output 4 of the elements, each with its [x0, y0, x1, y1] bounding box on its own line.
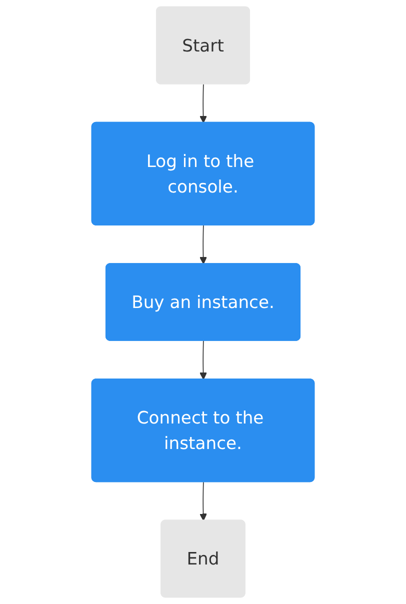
arrow	[200, 225, 208, 264]
arrow	[200, 482, 208, 521]
arrow	[200, 340, 208, 380]
arrow	[200, 84, 208, 124]
